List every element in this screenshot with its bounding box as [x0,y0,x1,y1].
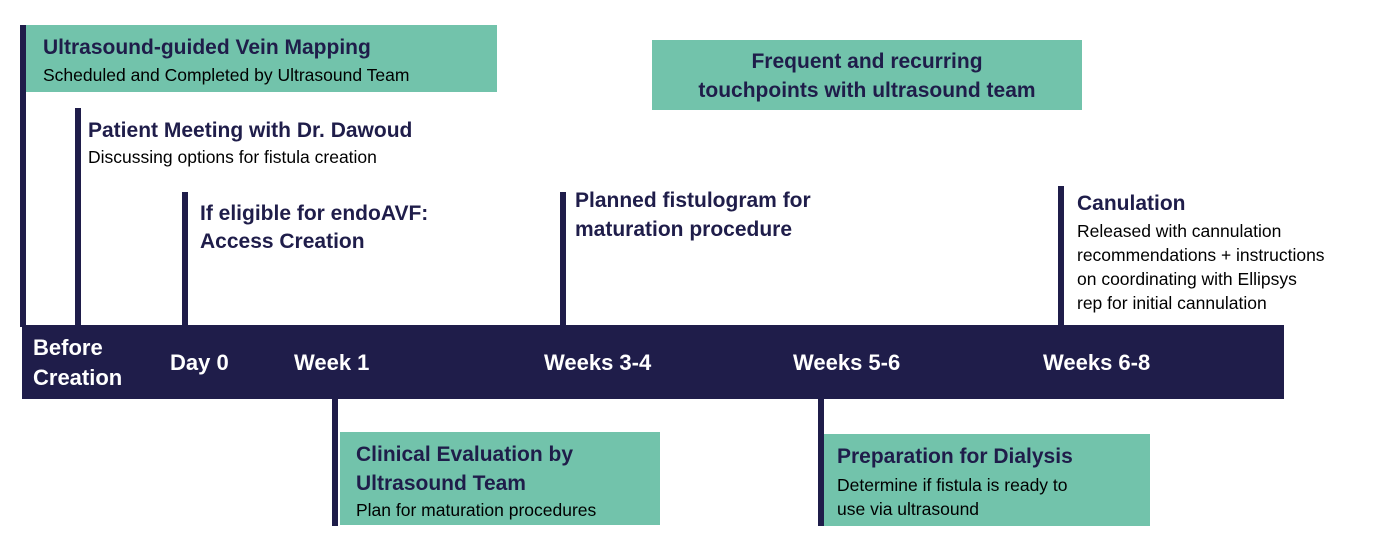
stage-day-0: Day 0 [170,350,229,375]
touchpoints-box [652,40,1082,110]
clinical-evaluation-line2: Ultrasound Team [356,472,526,495]
canulation-detail-line: on coordinating with Ellipsys [1077,269,1297,289]
dialysis-prep-line1: Determine if fistula is ready to [837,475,1068,495]
stage-weeks-5-6: Weeks 5-6 [793,350,901,375]
dialysis-prep-box [823,434,1150,526]
patient-meeting-title: Patient Meeting with Dr. Dawoud [88,119,413,142]
dialysis-prep-line2: use via ultrasound [837,499,980,519]
stage-before-creation-line2: Creation [33,365,123,390]
vein-mapping-subtitle: Scheduled and Completed by Ultrasound Te… [43,65,410,85]
vein-mapping-connector [20,25,26,327]
fistulogram-line1: Planned fistulogram for [575,189,811,212]
patient-meeting-connector [75,108,81,327]
stage-weeks-3-4: Weeks 3-4 [544,350,652,375]
access-creation-connector [182,192,188,327]
clinical-evaluation-box [340,432,660,525]
clinical-evaluation-line1: Clinical Evaluation by [356,443,574,466]
clinical-evaluation-connector [332,397,338,526]
dialysis-prep-connector [818,397,824,526]
vein-mapping-box [25,25,497,92]
canulation-detail-line: rep for initial cannulation [1077,293,1267,313]
vein-mapping-title: Ultrasound-guided Vein Mapping [43,36,371,59]
touchpoints-line1: Frequent and recurring [751,50,983,73]
canulation-detail-line: Released with cannulation [1077,221,1282,241]
access-creation-line1: If eligible for endoAVF: [200,202,429,225]
timeline-bar [22,325,1284,399]
canulation-detail-line: recommendations + instructions [1077,245,1325,265]
fistulogram-line2: maturation procedure [575,218,793,241]
stage-week-1: Week 1 [294,350,370,375]
patient-meeting-subtitle: Discussing options for fistula creation [88,147,377,167]
fistulogram-connector [560,192,566,327]
clinical-evaluation-subtitle: Plan for maturation procedures [356,500,597,520]
canulation-title: Canulation [1077,192,1186,215]
touchpoints-line2: touchpoints with ultrasound team [698,79,1036,102]
stage-weeks-6-8: Weeks 6-8 [1043,350,1151,375]
canulation-connector [1058,186,1064,327]
dialysis-prep-title: Preparation for Dialysis [837,445,1073,468]
stage-before-creation-line1: Before [33,335,103,360]
access-creation-line2: Access Creation [200,230,365,253]
